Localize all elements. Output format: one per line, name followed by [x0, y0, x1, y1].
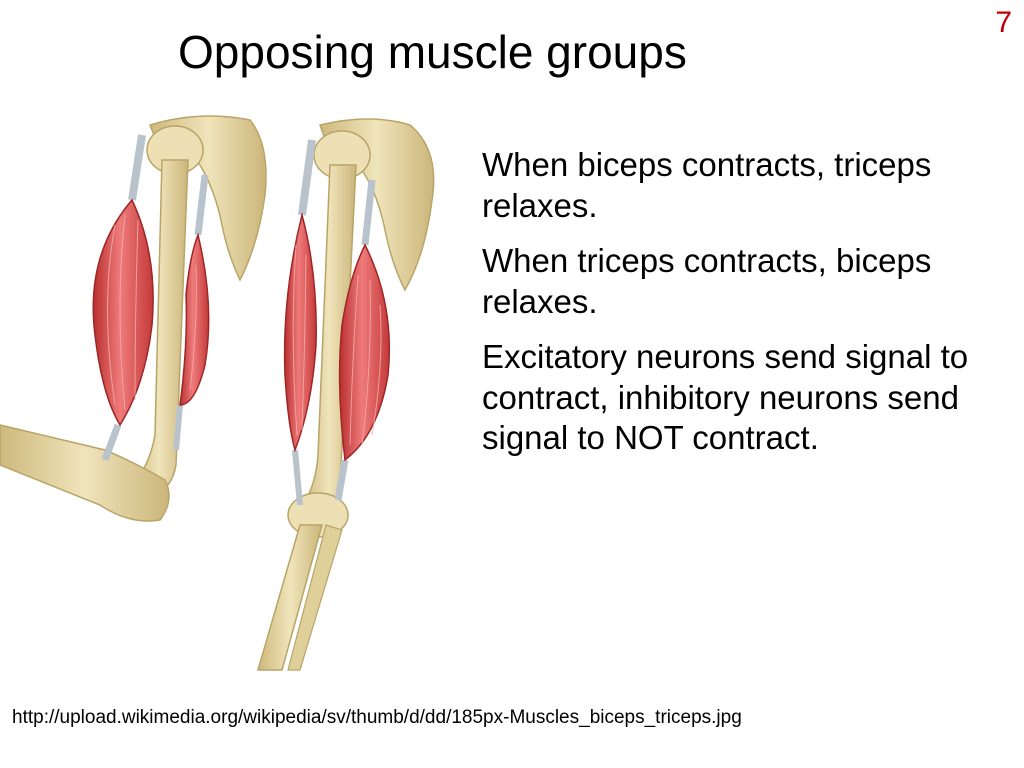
left-tendon-top — [128, 134, 146, 201]
right-tendon-bottom-2 — [334, 459, 349, 501]
left-biceps — [92, 198, 154, 427]
extended-arm — [257, 118, 435, 671]
slide-title: Opposing muscle groups — [178, 26, 687, 78]
left-tendon-top-2 — [194, 174, 209, 236]
right-tendon-top-2 — [361, 179, 376, 246]
paragraph-neurons: Excitatory neurons send signal to contra… — [482, 337, 969, 457]
source-url: http://upload.wikimedia.org/wikipedia/sv… — [12, 707, 742, 728]
flexed-arm — [0, 115, 267, 522]
left-scapula — [148, 115, 267, 282]
right-forearm-2 — [287, 524, 343, 671]
slide-number: 7 — [995, 6, 1012, 39]
body-text: When biceps contracts, triceps relaxes. … — [482, 145, 992, 473]
left-triceps — [179, 232, 210, 406]
paragraph-biceps-contracts: When biceps contracts, triceps relaxes. — [482, 146, 932, 224]
right-tendon-bottom — [292, 449, 303, 506]
paragraph-triceps-contracts: When triceps contracts, biceps relaxes. — [482, 241, 932, 320]
left-tendon-bottom-2 — [173, 404, 183, 451]
left-tendon-bottom — [101, 423, 122, 462]
right-forearm — [257, 524, 323, 671]
left-forearm — [0, 424, 170, 522]
right-tendon-top — [298, 139, 316, 216]
muscle-illustration — [0, 115, 435, 671]
right-biceps — [283, 214, 317, 453]
right-triceps — [338, 243, 391, 462]
